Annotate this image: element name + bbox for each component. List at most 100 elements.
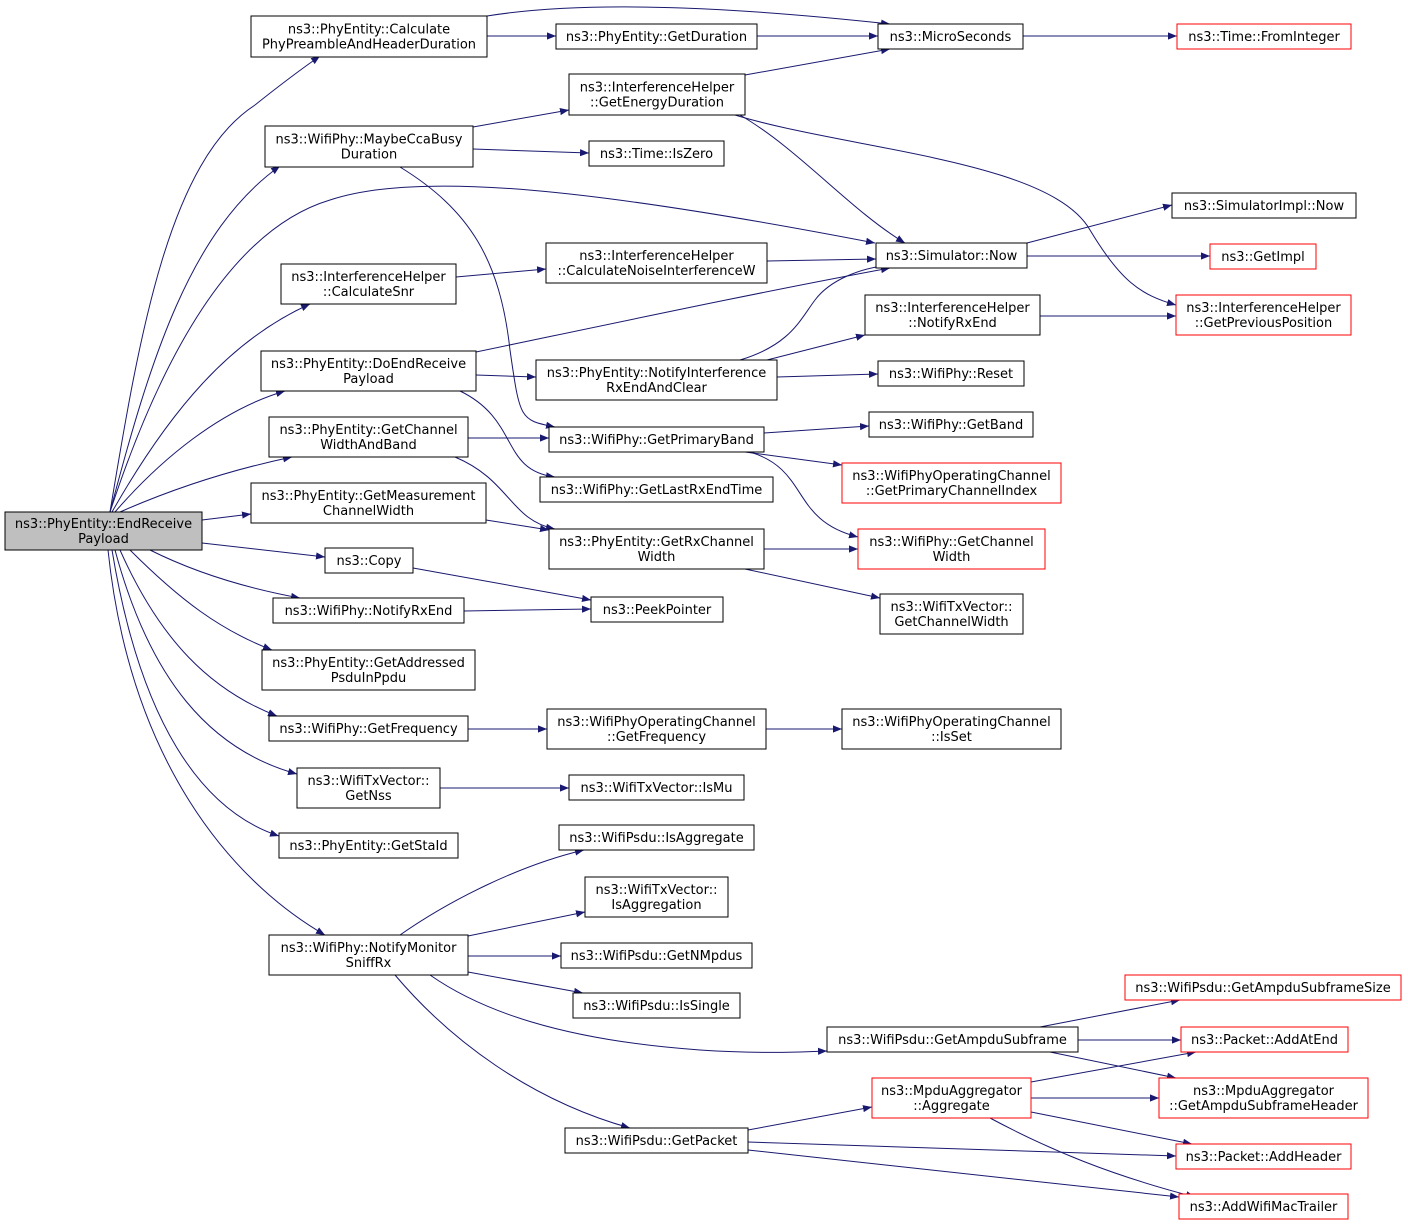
node-op-is-set[interactable]: ns3::WifiPhyOperatingChannel::IsSet (841, 708, 1062, 750)
node-get-nss[interactable]: ns3::WifiTxVector::GetNss (296, 767, 441, 809)
node-op-get-frequency[interactable]: ns3::WifiPhyOperatingChannel::GetFrequen… (546, 708, 767, 750)
node-packet-add-at-end[interactable]: ns3::Packet::AddAtEnd (1180, 1026, 1349, 1053)
node-mpdu-aggregate[interactable]: ns3::MpduAggregator::Aggregate (871, 1077, 1032, 1119)
node-label-line: ns3::PhyEntity::NotifyInterference (547, 366, 767, 381)
node-label-line: ::GetPrimaryChannelIndex (866, 484, 1038, 499)
node-label-line: ns3::WifiTxVector:: (595, 883, 717, 898)
node-box (555, 23, 758, 50)
edge-calc-noise-to-simulator-now (766, 255, 877, 263)
node-calc-preamble[interactable]: ns3::PhyEntity::CalculatePhyPreambleAndH… (250, 15, 488, 58)
edge-get-energy-duration-to-ih-get-previous-position (734, 114, 1177, 307)
node-add-wifi-mac-trailer[interactable]: ns3::AddWifiMacTrailer (1178, 1193, 1349, 1220)
node-get-last-rx-end[interactable]: ns3::WifiPhy::GetLastRxEndTime (539, 476, 774, 503)
node-phy-get-channel-width[interactable]: ns3::WifiPhy::GetChannelWidth (857, 528, 1046, 570)
node-tx-get-channel-width[interactable]: ns3::WifiTxVector::GetChannelWidth (879, 593, 1024, 635)
node-get-n-mpdus[interactable]: ns3::WifiPsdu::GetNMpdus (560, 942, 753, 969)
node-box (250, 15, 488, 58)
node-box (278, 832, 459, 859)
edge-notify-interference-to-wifiphy-reset (776, 370, 879, 378)
node-label-line: ns3::PhyEntity::GetDuration (566, 30, 747, 45)
node-ih-notify-rx-end[interactable]: ns3::InterferenceHelper::NotifyRxEnd (864, 294, 1041, 336)
node-label-line: ns3::WifiPhy::NotifyMonitor (281, 941, 457, 956)
edge-notify-monitor-to-is-single (467, 971, 584, 995)
node-label-line: ns3::SimulatorImpl::Now (1184, 199, 1345, 214)
node-box (250, 482, 487, 524)
node-box (560, 942, 753, 969)
node-label-line: ns3::MpduAggregator (881, 1084, 1023, 1099)
node-label-line: ns3::Packet::AddHeader (1186, 1150, 1342, 1165)
node-label-line: ns3::WifiPsdu::GetAmpduSubframe (838, 1033, 1067, 1048)
node-is-zero[interactable]: ns3::Time::IsZero (588, 140, 725, 167)
edge-get-energy-duration-to-simulator-now (739, 114, 906, 244)
node-label-line: ns3::Packet::AddAtEnd (1191, 1033, 1338, 1048)
node-notify-interference[interactable]: ns3::PhyEntity::NotifyInterferenceRxEndA… (535, 359, 778, 401)
node-micro-seconds[interactable]: ns3::MicroSeconds (877, 23, 1024, 50)
edge-get-ampdu-subframe-to-mpdu-get-subframe-header (1049, 1051, 1177, 1080)
node-box (875, 242, 1028, 269)
node-is-aggregation[interactable]: ns3::WifiTxVector::IsAggregation (584, 876, 729, 918)
node-get-ampdu-subframe[interactable]: ns3::WifiPsdu::GetAmpduSubframe (826, 1026, 1079, 1053)
node-label-line: GetChannelWidth (894, 615, 1008, 630)
node-simulator-now[interactable]: ns3::Simulator::Now (875, 242, 1028, 269)
node-box (546, 708, 767, 750)
node-get-ampdu-subframe-size[interactable]: ns3::WifiPsdu::GetAmpduSubframeSize (1124, 974, 1402, 1001)
node-simimpl-now[interactable]: ns3::SimulatorImpl::Now (1171, 192, 1357, 219)
node-calc-noise[interactable]: ns3::InterferenceHelper::CalculateNoiseI… (545, 242, 768, 284)
node-box (1176, 23, 1352, 50)
node-get-duration[interactable]: ns3::PhyEntity::GetDuration (555, 23, 758, 50)
edge-root-to-notify-rx-end (149, 549, 301, 600)
node-get-impl[interactable]: ns3::GetImpl (1209, 243, 1317, 270)
node-box (548, 528, 765, 570)
node-label-line: WidthAndBand (320, 438, 417, 453)
edge-do-end-receive-to-notify-interference (475, 373, 537, 381)
node-notify-rx-end[interactable]: ns3::WifiPhy::NotifyRxEnd (272, 597, 465, 624)
node-mpdu-get-subframe-header[interactable]: ns3::MpduAggregator::GetAmpduSubframeHea… (1158, 1077, 1369, 1119)
edge-get-primary-band-to-op-primary-channel-index (744, 451, 843, 468)
node-label-line: ns3::WifiPhy::NotifyRxEnd (285, 604, 453, 619)
node-label-line: ns3::WifiPhy::MaybeCcaBusy (276, 133, 463, 148)
node-box (568, 774, 745, 801)
node-is-mu[interactable]: ns3::WifiTxVector::IsMu (568, 774, 745, 801)
edge-root-to-maybe-cca (109, 165, 281, 513)
node-is-aggregate[interactable]: ns3::WifiPsdu::IsAggregate (558, 824, 755, 851)
node-get-measurement-cw[interactable]: ns3::PhyEntity::GetMeasurementChannelWid… (250, 482, 487, 524)
node-get-sta-id[interactable]: ns3::PhyEntity::GetStaId (278, 832, 459, 859)
node-time-from-integer[interactable]: ns3::Time::FromInteger (1176, 23, 1352, 50)
node-label-line: ns3::WifiPhy::GetBand (879, 418, 1024, 433)
node-box (1124, 974, 1402, 1001)
edge-root-to-calc-snr (111, 303, 311, 513)
node-box (261, 649, 476, 691)
edge-notify-monitor-to-get-ampdu-subframe (429, 974, 828, 1055)
node-wifiphy-reset[interactable]: ns3::WifiPhy::Reset (877, 360, 1025, 387)
node-calc-snr[interactable]: ns3::InterferenceHelper::CalculateSnr (280, 263, 457, 305)
node-get-frequency[interactable]: ns3::WifiPhy::GetFrequency (268, 715, 469, 742)
node-get-band[interactable]: ns3::WifiPhy::GetBand (868, 411, 1034, 438)
edge-notify-interference-to-simulator-now (739, 262, 891, 361)
node-label-line: ns3::WifiPhyOperatingChannel (557, 715, 756, 730)
edge-get-packet-to-add-wifi-mac-trailer (747, 1149, 1180, 1200)
edge-calc-preamble-to-micro-seconds (486, 6, 891, 27)
node-label-line: ns3::PhyEntity::Calculate (288, 23, 450, 38)
node-copy[interactable]: ns3::Copy (324, 547, 414, 574)
node-is-single[interactable]: ns3::WifiPsdu::IsSingle (572, 992, 741, 1019)
edge-maybe-cca-to-get-primary-band (399, 166, 556, 429)
node-get-energy-duration[interactable]: ns3::InterferenceHelper::GetEnergyDurati… (568, 73, 746, 116)
node-get-packet[interactable]: ns3::WifiPsdu::GetPacket (564, 1127, 749, 1154)
node-label-line: IsAggregation (611, 898, 701, 913)
node-get-primary-band[interactable]: ns3::WifiPhy::GetPrimaryBand (548, 426, 765, 453)
node-op-primary-channel-index[interactable]: ns3::WifiPhyOperatingChannel::GetPrimary… (841, 462, 1062, 504)
node-label-line: ns3::WifiPhy::GetFrequency (279, 722, 458, 737)
node-ih-get-previous-position[interactable]: ns3::InterferenceHelper::GetPreviousPosi… (1175, 294, 1352, 336)
node-peek-pointer[interactable]: ns3::PeekPointer (590, 596, 724, 623)
edge-root-to-calc-preamble (109, 55, 321, 513)
node-label-line: ns3::GetImpl (1221, 250, 1305, 265)
node-packet-add-header[interactable]: ns3::Packet::AddHeader (1175, 1143, 1352, 1170)
